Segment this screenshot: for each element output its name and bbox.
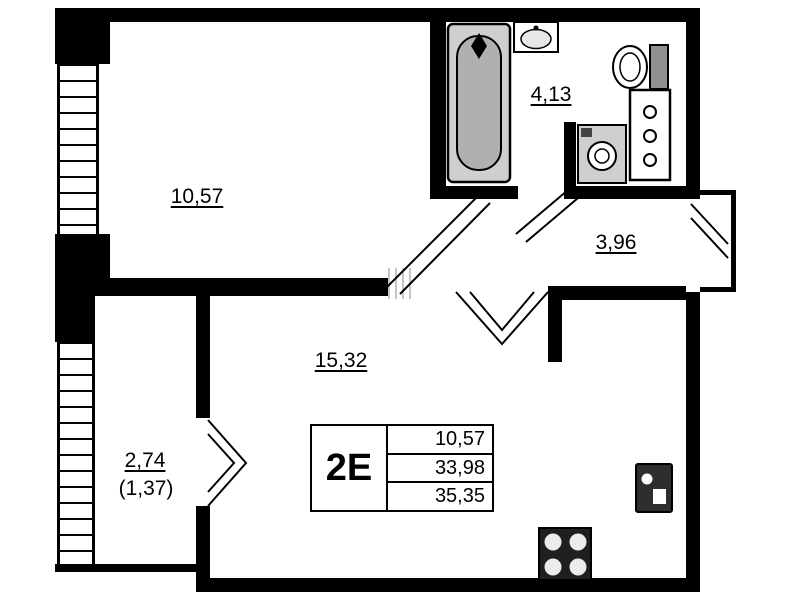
- stamp-area-without-balcony: 33,98: [388, 452, 492, 482]
- wall-entrance-niche-right: [731, 190, 736, 292]
- wall-top: [55, 8, 700, 22]
- sink-icon: [513, 21, 559, 53]
- wall-bedroom-right: [430, 22, 446, 194]
- room-area-bathroom: 4,13: [530, 83, 572, 106]
- wall-right-upper: [686, 8, 700, 194]
- washing-machine-icon: [577, 124, 627, 184]
- wall-entrance-niche-bottom: [700, 287, 736, 292]
- wall-balcony-bottom: [55, 564, 196, 572]
- wall-bedroom-bottom: [55, 278, 395, 296]
- room-area-balcony-coeff: (1,37): [118, 477, 174, 500]
- bedroom-door-icon: [385, 195, 491, 295]
- info-stamp: 2E 10,57 33,98 35,35: [310, 424, 494, 512]
- stamp-living-area: 10,57: [434, 427, 485, 450]
- apartment-type-label: 2E: [312, 426, 388, 510]
- wall-bathroom-bottom-left: [430, 186, 518, 199]
- wall-living-stub: [548, 300, 562, 362]
- stove-icon: [538, 527, 592, 581]
- balcony-door-icon: [207, 419, 248, 507]
- bathtub-icon: [446, 22, 512, 184]
- bathroom-door-icon: [515, 189, 579, 243]
- room-area-bedroom: 10,57: [170, 185, 224, 208]
- toilet-icon: [612, 44, 669, 90]
- cabinet-icon: [628, 88, 672, 182]
- wall-washer-stub: [564, 122, 576, 186]
- window-bedroom: [57, 64, 99, 234]
- wall-right-lower: [686, 292, 700, 592]
- wall-balcony-left-upper: [55, 296, 95, 342]
- wall-bathroom-bottom-right: [564, 186, 700, 199]
- wall-top-left-corner: [55, 8, 110, 64]
- window-balcony: [57, 342, 95, 564]
- wall-balcony-divider-bottom: [196, 506, 210, 578]
- stamp-total-area: 35,35: [388, 481, 492, 510]
- stamp-area-rows: 10,57 33,98 35,35: [388, 426, 492, 510]
- room-area-balcony: 2,74: [124, 449, 166, 472]
- wall-living-top-right: [548, 286, 686, 300]
- living-room-door-icon: [455, 291, 549, 346]
- wall-entrance-niche-top: [700, 190, 736, 195]
- entrance-door-icon: [690, 203, 729, 259]
- room-area-hallway: 3,96: [595, 231, 637, 254]
- room-area-living-kitchen: 15,32: [314, 349, 368, 372]
- kitchen-sink-icon: [635, 463, 673, 513]
- wall-bottom: [196, 578, 700, 592]
- wall-balcony-divider-top: [196, 296, 210, 418]
